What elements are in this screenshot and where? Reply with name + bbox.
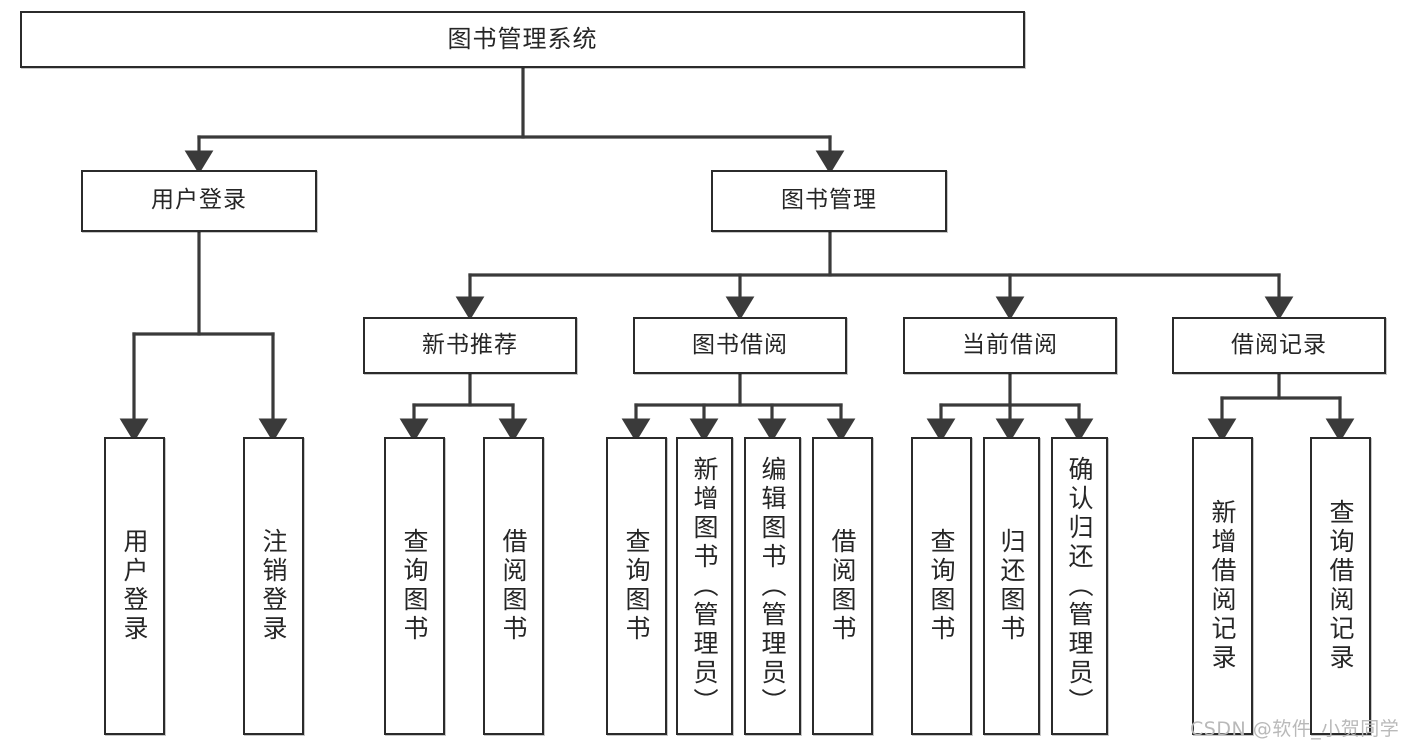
- node-borrow-record[interactable]: 借阅记录: [1172, 317, 1386, 374]
- leaf-return-book[interactable]: 归还图书: [983, 437, 1040, 735]
- node-new-book-recommend[interactable]: 新书推荐: [363, 317, 577, 374]
- node-label: 查询借阅记录: [1326, 499, 1355, 673]
- leaf-edit-book[interactable]: 编辑图书（管理员）: [744, 437, 801, 735]
- node-label: 新增图书（管理员）: [690, 455, 719, 717]
- leaf-query-book-2[interactable]: 查询图书: [606, 437, 667, 735]
- node-label: 新书推荐: [422, 331, 518, 358]
- node-label: 用户登录: [120, 528, 149, 644]
- node-current-borrow[interactable]: 当前借阅: [903, 317, 1117, 374]
- node-label: 图书管理系统: [447, 25, 598, 54]
- node-label: 借阅图书: [499, 528, 528, 644]
- leaf-query-borrow-record[interactable]: 查询借阅记录: [1310, 437, 1371, 735]
- node-book-management[interactable]: 图书管理: [711, 170, 947, 232]
- node-label: 借阅图书: [828, 528, 857, 644]
- leaf-logout-login[interactable]: 注销登录: [243, 437, 304, 735]
- leaf-query-book-1[interactable]: 查询图书: [384, 437, 445, 735]
- leaf-borrow-book-2[interactable]: 借阅图书: [812, 437, 873, 735]
- node-label: 图书管理: [781, 187, 877, 214]
- node-label: 注销登录: [259, 528, 288, 644]
- node-root-system[interactable]: 图书管理系统: [20, 11, 1025, 68]
- watermark: CSDN @软件_小贺同学: [1190, 718, 1400, 740]
- leaf-borrow-book-1[interactable]: 借阅图书: [483, 437, 544, 735]
- node-label: 查询图书: [622, 528, 651, 644]
- leaf-confirm-return[interactable]: 确认归还（管理员）: [1051, 437, 1108, 735]
- node-label: 查询图书: [400, 528, 429, 644]
- node-label: 图书借阅: [692, 331, 788, 358]
- node-label: 查询图书: [927, 528, 956, 644]
- node-book-borrow[interactable]: 图书借阅: [633, 317, 847, 374]
- leaf-add-book[interactable]: 新增图书（管理员）: [676, 437, 733, 735]
- leaf-add-borrow-record[interactable]: 新增借阅记录: [1192, 437, 1253, 735]
- node-label: 用户登录: [151, 187, 247, 214]
- node-label: 归还图书: [997, 528, 1026, 644]
- leaf-query-book-3[interactable]: 查询图书: [911, 437, 972, 735]
- node-user-login[interactable]: 用户登录: [81, 170, 317, 232]
- node-label: 新增借阅记录: [1208, 499, 1237, 673]
- node-label: 确认归还（管理员）: [1065, 455, 1094, 717]
- leaf-user-login[interactable]: 用户登录: [104, 437, 165, 735]
- node-label: 借阅记录: [1231, 331, 1327, 358]
- node-label: 当前借阅: [962, 331, 1058, 358]
- node-label: 编辑图书（管理员）: [758, 455, 787, 717]
